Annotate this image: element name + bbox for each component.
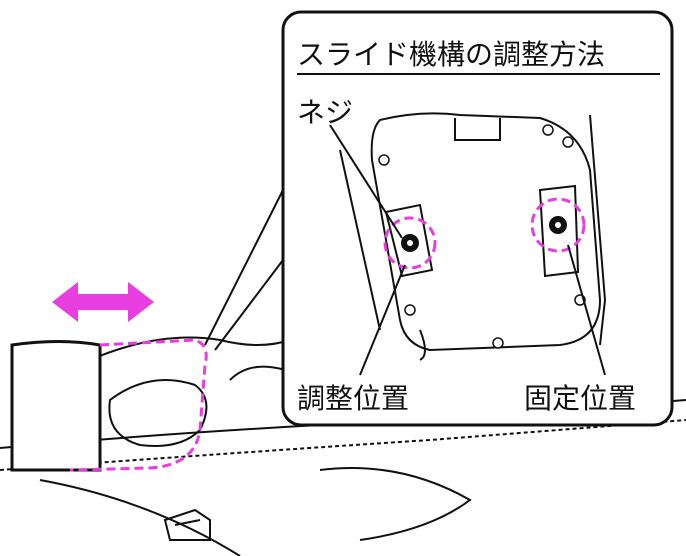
adjust-highlight — [383, 216, 437, 270]
screw-fixed — [549, 216, 567, 234]
fixed-position-label: 固定位置 — [524, 382, 636, 415]
adjust-position-label: 調整位置 — [297, 382, 409, 415]
callout-title: スライド機構の調整方法 — [297, 38, 605, 71]
screw-adjust — [401, 234, 419, 252]
double-arrow-icon — [52, 282, 154, 322]
leader-lines — [329, 124, 606, 376]
seat-panel — [10, 340, 102, 472]
screw-label: ネジ — [297, 96, 353, 129]
callout-pointer — [204, 189, 284, 351]
fixed-highlight — [530, 197, 586, 253]
mechanism-drawing — [339, 112, 607, 361]
screw-icon — [378, 124, 586, 349]
callout-box — [281, 10, 674, 427]
highlight-region — [69, 338, 208, 472]
